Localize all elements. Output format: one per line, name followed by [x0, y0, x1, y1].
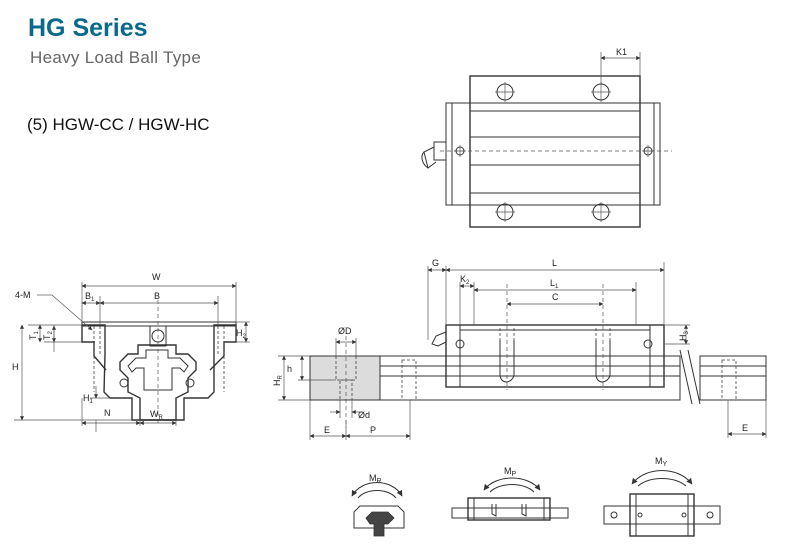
dim-n: N [104, 408, 111, 418]
dim-b: B [154, 291, 160, 301]
mounting-hole [591, 202, 611, 222]
dim-h-small: h [287, 364, 292, 374]
dim-h: H [12, 362, 19, 372]
series-title: HG Series [28, 14, 148, 42]
mounting-hole [591, 82, 611, 102]
dim-g: G [432, 258, 439, 268]
mounting-hole [495, 82, 515, 102]
moment-mr: MR [351, 473, 405, 537]
moment-my: MY [603, 456, 721, 537]
svg-text:MR: MR [369, 473, 382, 485]
dim-t2: T2 [42, 331, 54, 341]
series-subtitle: Heavy Load Ball Type [30, 48, 202, 67]
grease-nipple [421, 141, 447, 169]
dim-k1: K1 [616, 47, 627, 57]
svg-text:MP: MP [504, 466, 517, 478]
dim-l: L [552, 258, 557, 268]
top-view: K1 [421, 47, 672, 228]
dim-wr: WR [150, 409, 164, 421]
dim-e: E [324, 425, 330, 435]
dim-d: Ød [358, 410, 370, 420]
dim-p: P [370, 425, 376, 435]
dim-4m: 4-M [15, 290, 31, 300]
dim-c: C [552, 292, 559, 302]
dim-e-right: E [742, 423, 748, 433]
dim-w: W [152, 272, 161, 282]
mounting-hole [495, 202, 515, 222]
dim-l1: L1 [550, 278, 559, 290]
side-view: G L K2 L1 C H3 HR h ØD [272, 258, 767, 440]
end-view: W B1 B 4-M T1 T2 H H1 H2 [12, 272, 250, 432]
dim-k2: K2 [460, 274, 470, 286]
svg-text:MY: MY [655, 456, 668, 468]
dim-h3: H3 [678, 331, 690, 342]
dim-h1: H1 [83, 393, 94, 405]
moment-mp: MP [451, 466, 569, 521]
dim-t1: T1 [28, 331, 40, 341]
model-label: (5) HGW-CC / HGW-HC [27, 115, 210, 134]
dim-b1: B1 [85, 291, 95, 303]
dim-hr: HR [272, 375, 284, 387]
dim-dd: ØD [338, 326, 352, 336]
dim-h2: H2 [236, 328, 247, 340]
